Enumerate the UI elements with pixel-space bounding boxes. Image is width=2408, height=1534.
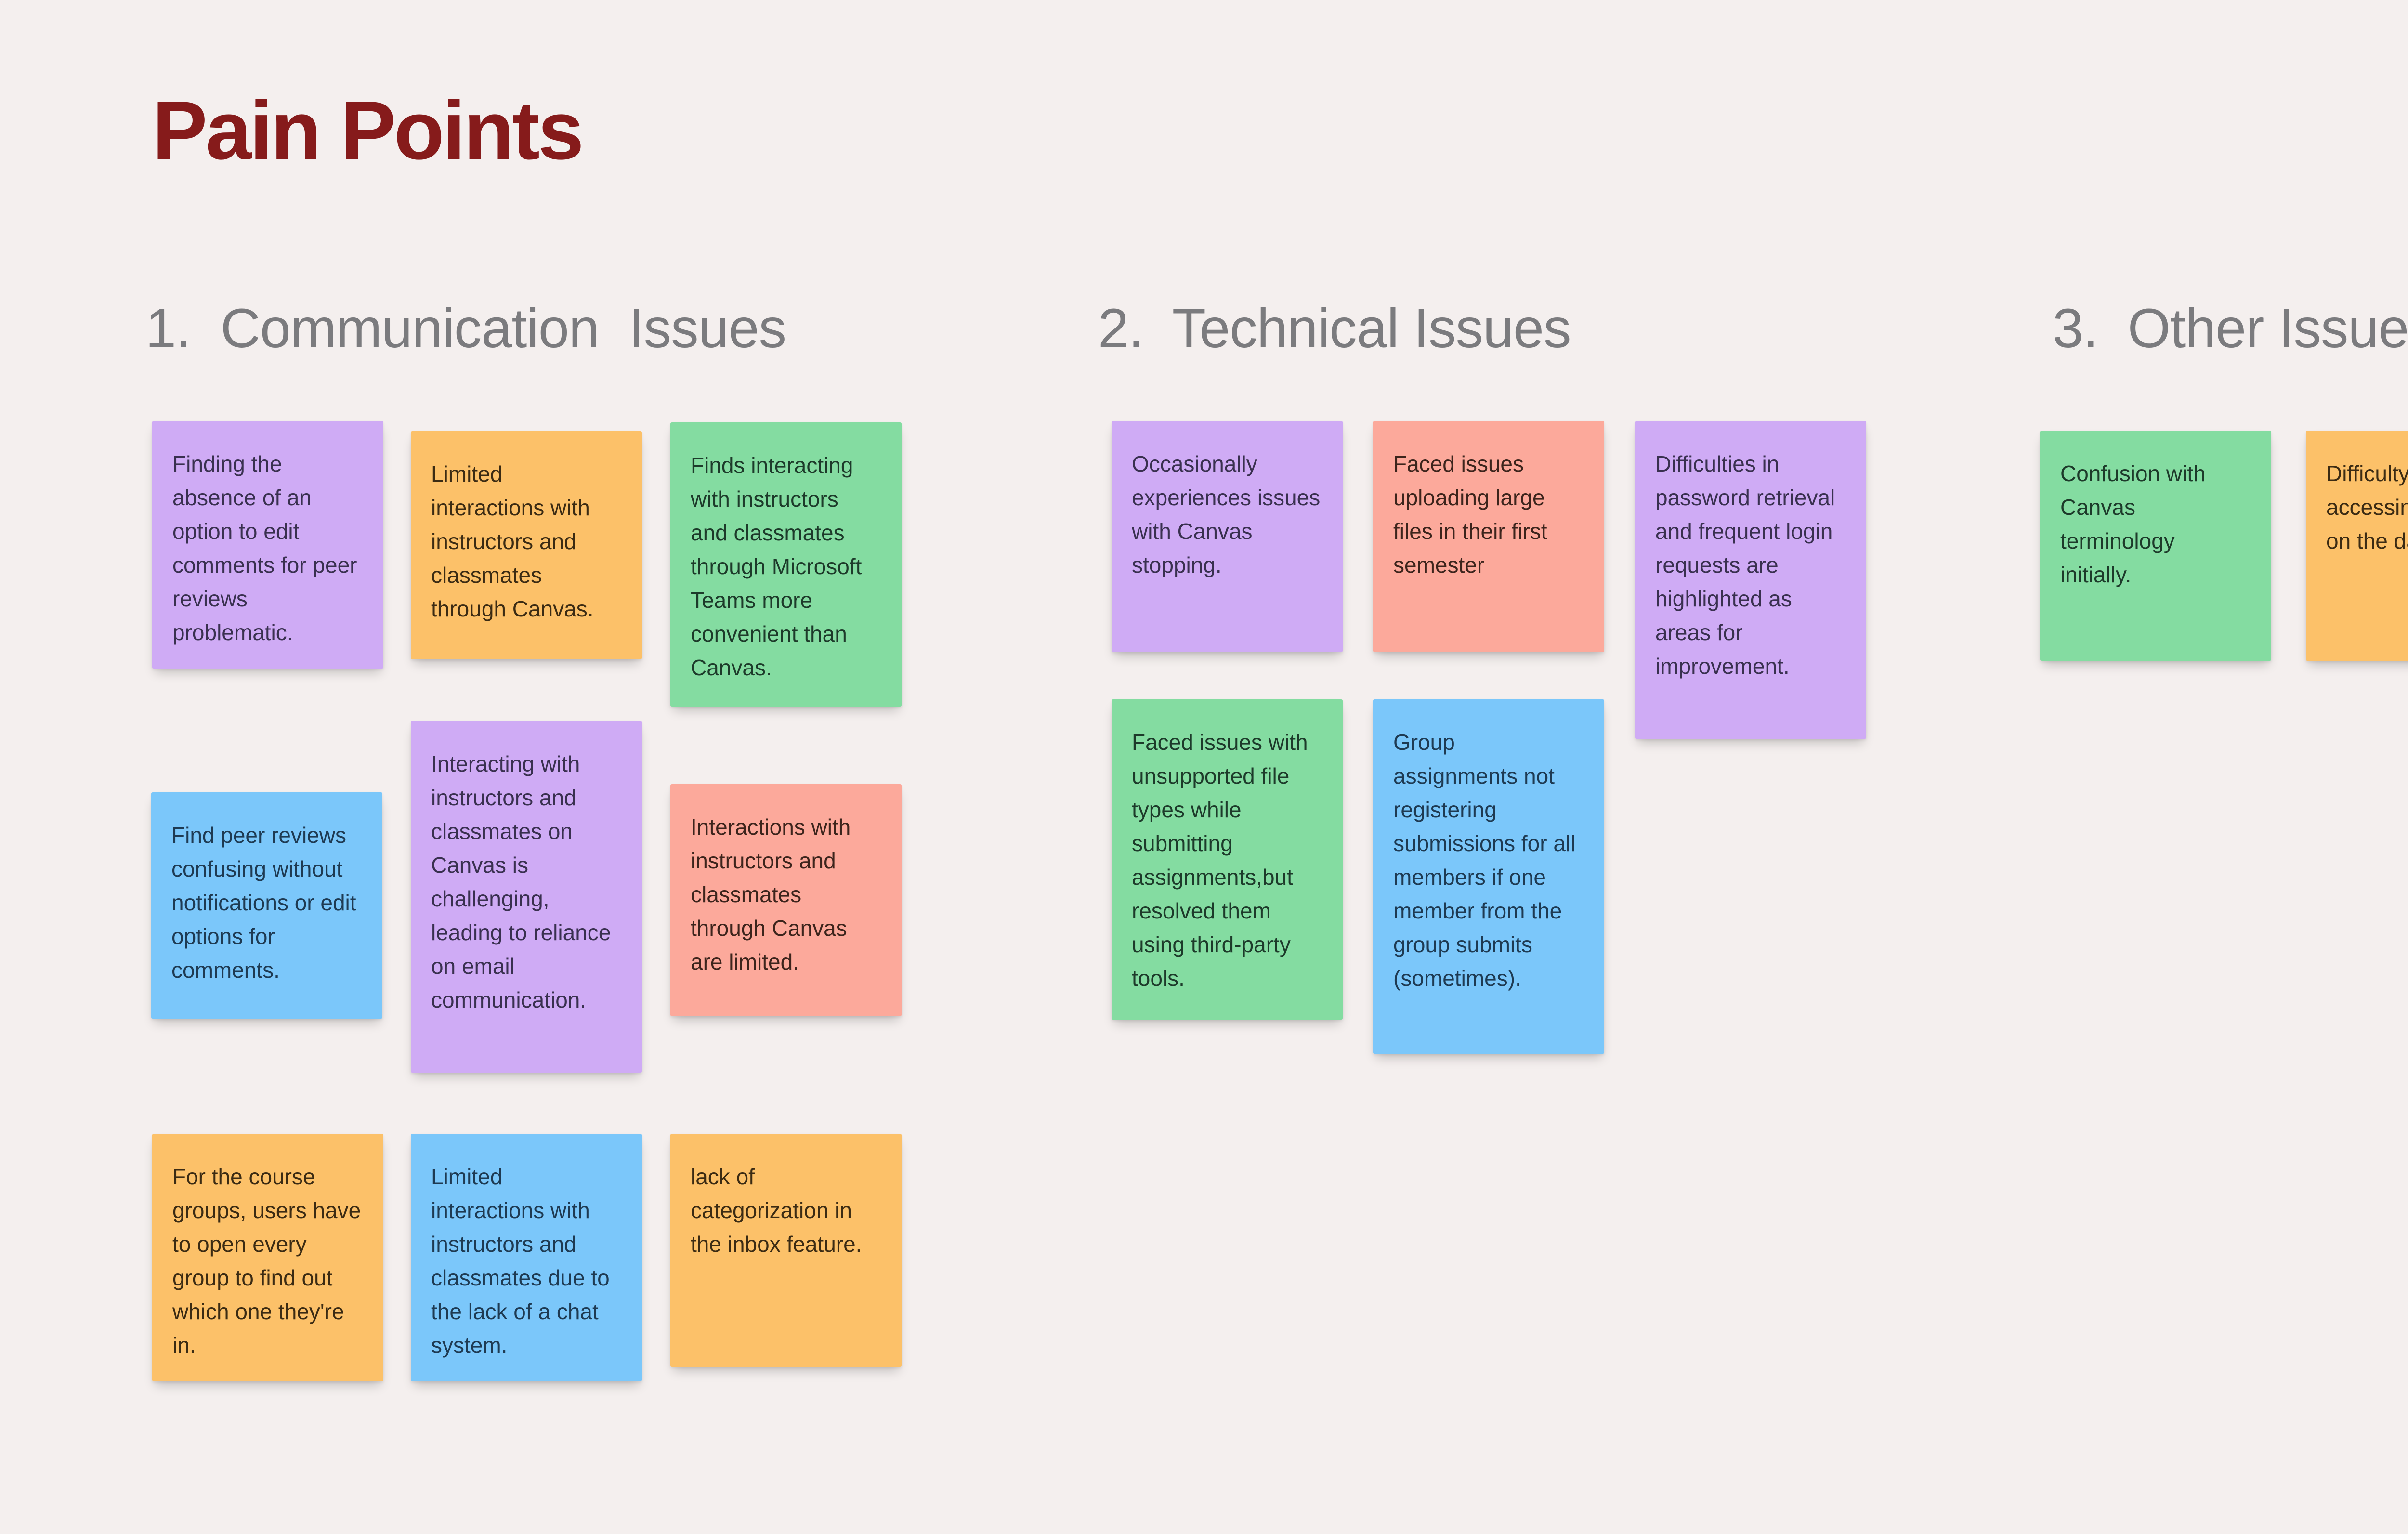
sticky-note[interactable]: Difficulty in accessing grades on the da… [2306,431,2408,661]
sticky-note[interactable]: Faced issues with unsupported file types… [1112,699,1343,1020]
sticky-note-text: lack of categorization in the inbox feat… [691,1164,862,1257]
sticky-note[interactable]: lack of categorization in the inbox feat… [670,1134,902,1367]
sticky-note[interactable]: Limited interactions with instructors an… [411,1134,642,1381]
sticky-note-text: Occasionally experiences issues with Can… [1132,451,1321,577]
sticky-note-text: Limited interactions with instructors an… [431,1164,610,1358]
section-heading-other-issues[interactable]: 3. Other Issues [2053,298,2408,359]
sticky-note[interactable]: Finding the absence of an option to edit… [152,421,383,669]
sticky-note[interactable]: Find peer reviews confusing without noti… [151,792,382,1019]
sticky-note-text: Difficulties in password retrieval and f… [1655,451,1835,679]
section-heading-communication-issues[interactable]: 1. Communication Issues [145,298,786,359]
sticky-note[interactable]: Confusion with Canvas terminology initia… [2040,431,2271,661]
sticky-note-text: Finding the absence of an option to edit… [172,451,357,645]
sticky-note[interactable]: Occasionally experiences issues with Can… [1112,421,1343,652]
sticky-note[interactable]: Faced issues uploading large files in th… [1373,421,1604,652]
sticky-note-text: Interactions with instructors and classm… [691,814,851,974]
sticky-note-text: Group assignments not registering submis… [1393,730,1576,991]
sticky-note[interactable]: Group assignments not registering submis… [1373,699,1604,1054]
sticky-note-text: Faced issues with unsupported file types… [1132,730,1308,991]
sticky-note-text: Limited interactions with instructors an… [431,461,594,621]
sticky-note[interactable]: Finds interacting with instructors and c… [670,422,902,707]
sticky-note-text: Confusion with Canvas terminology initia… [2060,461,2206,587]
board-title[interactable]: Pain Points [152,84,584,177]
sticky-note-text: Finds interacting with instructors and c… [691,453,862,680]
section-heading-technical-issues[interactable]: 2. Technical Issues [1098,298,1571,359]
sticky-note-text: For the course groups, users have to ope… [172,1164,361,1358]
sticky-note-text: Find peer reviews confusing without noti… [171,823,356,983]
sticky-note-text: Difficulty in accessing grades on the da… [2326,461,2408,553]
sticky-note[interactable]: Limited interactions with instructors an… [411,431,642,659]
sticky-note[interactable]: Interactions with instructors and classm… [670,784,902,1016]
sticky-note[interactable]: For the course groups, users have to ope… [152,1134,383,1381]
sticky-note[interactable]: Difficulties in password retrieval and f… [1635,421,1866,739]
sticky-note[interactable]: Interacting with instructors and classma… [411,721,642,1073]
sticky-note-text: Faced issues uploading large files in th… [1393,451,1547,577]
sticky-note-text: Interacting with instructors and classma… [431,751,611,1012]
